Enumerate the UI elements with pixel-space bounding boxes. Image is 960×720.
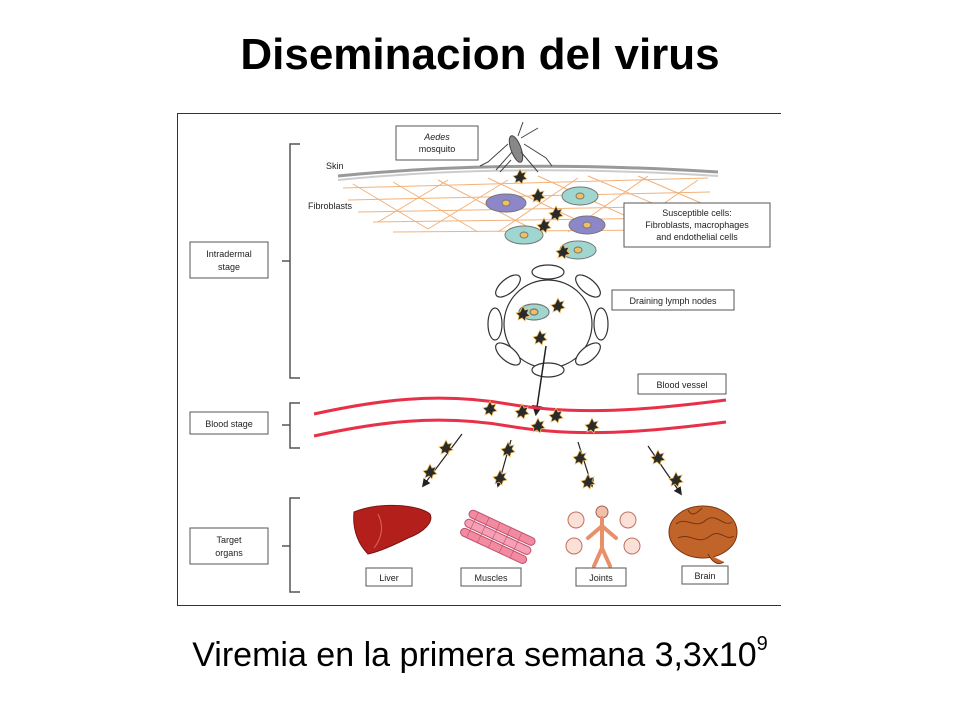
skin-label: Skin: [326, 161, 344, 171]
viremia-caption: Viremia en la primera semana 3,3x109: [0, 633, 960, 675]
stage-target-box: Target organs: [189, 527, 269, 565]
organ-liver-box: Liver: [365, 567, 413, 587]
brain-icon: [668, 505, 738, 565]
stage-target-line2: organs: [215, 548, 243, 558]
vessel-box: Blood vessel: [637, 373, 727, 395]
susceptible-cells-box: Susceptible cells: Fibroblasts, macropha…: [623, 202, 771, 248]
stage-intradermal-line1: Intradermal: [206, 249, 252, 259]
lymph-to-vessel-arrow: [532, 345, 547, 417]
blood-vessel: [313, 396, 727, 438]
mosquito-label-word: mosquito: [419, 144, 456, 154]
mosquito-icon: [479, 121, 553, 173]
muscle-fiber-icon: [460, 509, 536, 564]
susceptible-label-line3: and endothelial cells: [656, 232, 738, 242]
susceptible-label-line2: Fibroblasts, macrophages: [645, 220, 749, 230]
joints-icon: [565, 505, 641, 568]
organ-muscles-box: Muscles: [460, 567, 522, 587]
mosquito-label-genus: Aedes: [423, 132, 450, 142]
intradermal-brace: [289, 143, 300, 379]
stage-intradermal-line2: stage: [218, 262, 240, 272]
viremia-caption-text: Viremia en la primera semana 3,3x10: [192, 636, 757, 674]
organ-joints-box: Joints: [575, 567, 627, 587]
organ-brain-box: Brain: [681, 565, 729, 585]
organ-liver-label: Liver: [379, 573, 399, 583]
target-brace: [289, 497, 300, 593]
virus-particles: [422, 168, 684, 490]
dissemination-arrows: [421, 433, 682, 496]
liver-icon: [353, 505, 432, 555]
stage-intradermal-box: Intradermal stage: [189, 241, 269, 279]
blood-brace: [289, 402, 300, 449]
stage-blood-box: Blood stage: [189, 411, 269, 435]
stage-blood-label: Blood stage: [205, 419, 253, 429]
mosquito-box: Aedes mosquito: [395, 125, 479, 161]
fibroblasts-label: Fibroblasts: [308, 201, 353, 211]
organ-muscles-label: Muscles: [474, 573, 508, 583]
organ-joints-label: Joints: [589, 573, 613, 583]
viremia-exponent: 9: [756, 633, 768, 655]
lymph-node: [487, 264, 609, 378]
susceptible-label-line1: Susceptible cells:: [662, 208, 732, 218]
lymph-label: Draining lymph nodes: [629, 296, 717, 306]
stage-target-line1: Target: [216, 535, 242, 545]
vessel-label: Blood vessel: [656, 380, 707, 390]
organ-brain-label: Brain: [694, 571, 715, 581]
dissemination-diagram: Intradermal stage Blood stage Target org…: [189, 121, 771, 593]
slide-title: Diseminacion del virus: [240, 30, 720, 79]
stage-braces: [282, 143, 300, 593]
lymph-box: Draining lymph nodes: [611, 289, 735, 311]
virus-dissemination-figure: Intradermal stage Blood stage Target org…: [177, 113, 781, 606]
